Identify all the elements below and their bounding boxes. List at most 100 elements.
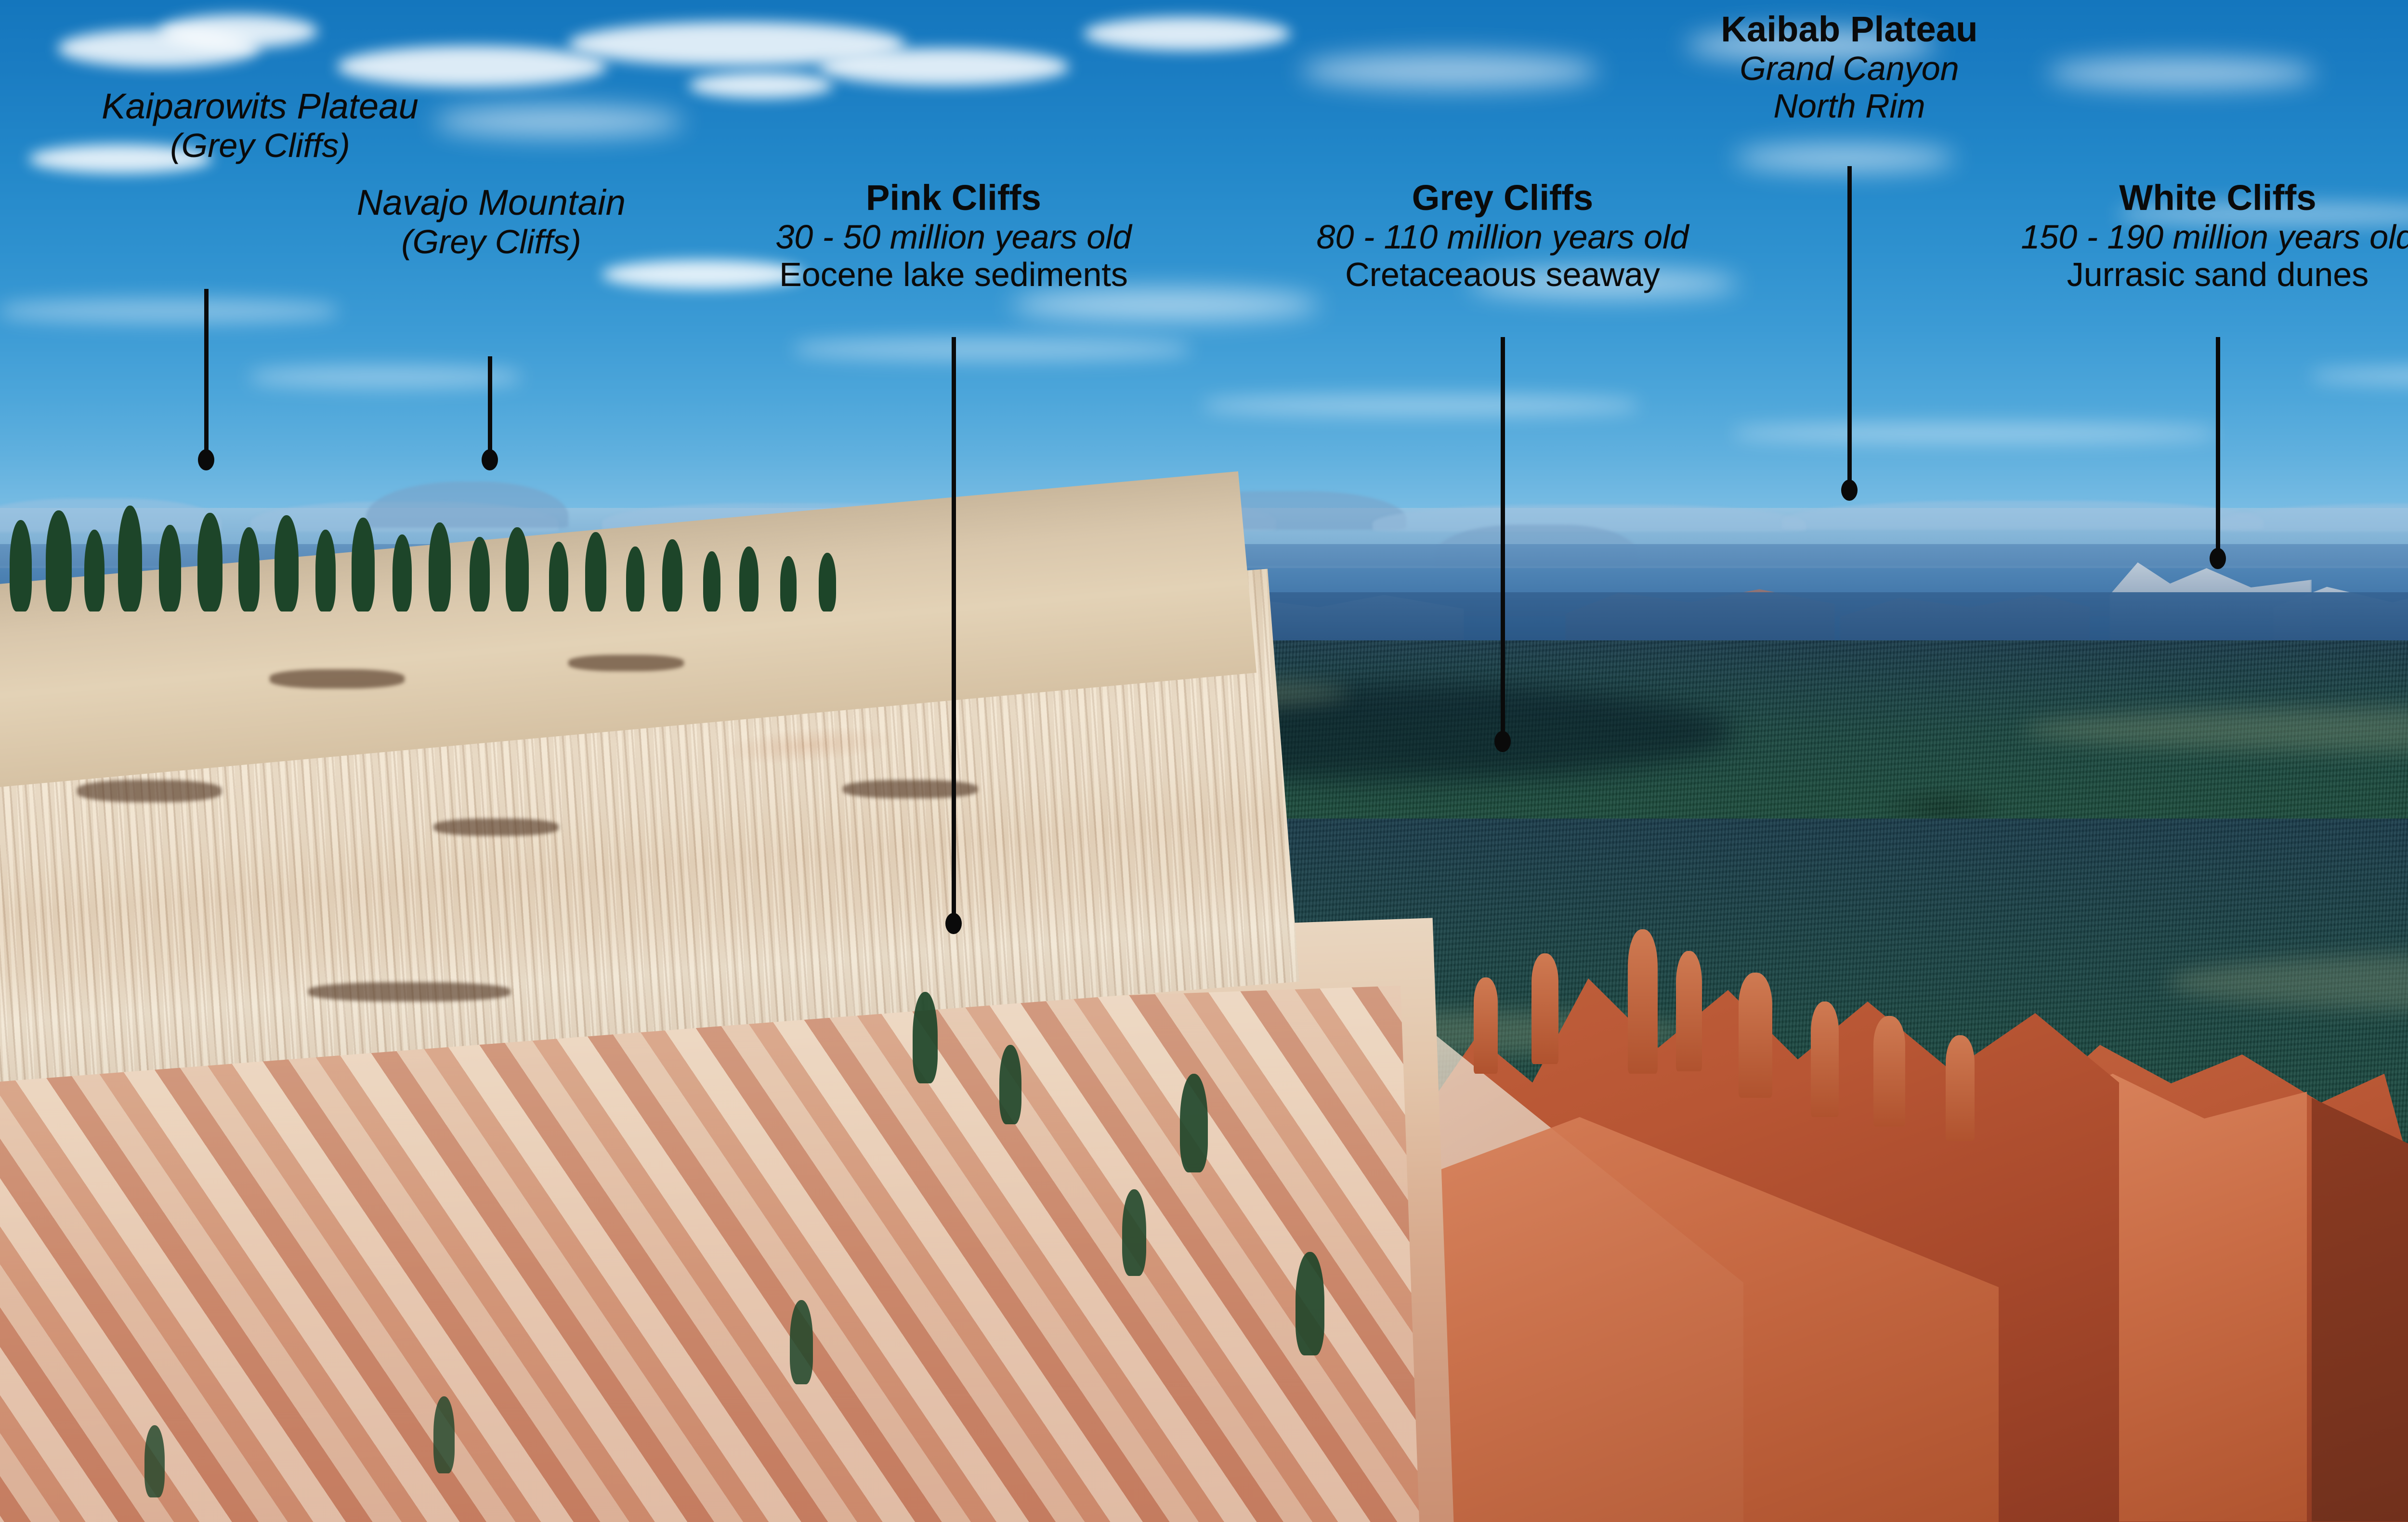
annotation-subtitle: 30 - 50 million years old <box>775 218 1132 256</box>
cloud <box>2119 202 2408 226</box>
cloud <box>159 14 318 48</box>
cliff-ledge-shadow <box>433 819 559 836</box>
cloud <box>819 48 1069 86</box>
cloud <box>1204 395 1637 416</box>
conifer <box>118 506 142 611</box>
cliff-ledge-shadow <box>308 982 510 1002</box>
conifer <box>84 530 105 611</box>
rim-tree-line <box>0 501 867 611</box>
cloud <box>1734 424 2215 443</box>
conifer <box>470 537 490 611</box>
conifer <box>429 522 451 611</box>
cloud <box>1469 270 1739 298</box>
leader-line-pink-cliffs <box>952 337 956 924</box>
hoodoo-spire <box>1628 929 1658 1074</box>
conifer <box>1296 1252 1324 1355</box>
leader-line-white-cliffs <box>2216 337 2220 559</box>
hoodoo-spire <box>1873 1016 1905 1127</box>
hoodoo-spire <box>1474 977 1498 1074</box>
cloud <box>337 46 607 87</box>
cliff-ledge-shadow <box>270 669 405 689</box>
hoodoo-spire <box>1811 1002 1839 1117</box>
annotation-title: Pink Cliffs <box>865 178 1042 218</box>
cloud <box>795 337 1190 361</box>
cloud <box>1084 17 1291 51</box>
annotation-label-kaiparowits-plateau: Kaiparowits Plateau(Grey Cliffs) <box>102 86 419 164</box>
conifer <box>238 527 260 611</box>
cloud <box>2047 58 2316 89</box>
annotation-description: North Rim <box>1773 87 1925 125</box>
cloud <box>1686 29 1936 62</box>
cloud <box>29 144 212 173</box>
cloud <box>1300 53 1599 89</box>
conifer <box>913 992 938 1083</box>
annotation-title: Kaibab Plateau <box>1721 9 1978 49</box>
annotation-label-navajo-mountain: Navajo Mountain(Grey Cliffs) <box>356 182 626 260</box>
conifer <box>703 551 720 611</box>
conifer <box>352 518 375 611</box>
hoodoo-spire <box>1739 973 1772 1098</box>
conifer <box>585 532 606 611</box>
conifer <box>144 1425 165 1497</box>
conifer <box>159 525 181 611</box>
leader-line-navajo-mountain <box>488 356 492 460</box>
conifer <box>10 520 32 611</box>
conifer <box>626 546 644 611</box>
annotation-description: Eocene lake sediments <box>779 256 1128 294</box>
leader-dot-navajo-mountain <box>482 449 498 470</box>
cliff-ledge-shadow <box>568 655 684 671</box>
conifer <box>549 542 568 611</box>
leader-dot-pink-cliffs <box>945 913 962 934</box>
annotation-title: Grey Cliffs <box>1412 178 1594 218</box>
annotation-description: Jurrasic sand dunes <box>2067 256 2369 294</box>
leader-line-grey-cliffs <box>1501 337 1505 741</box>
distant-mesa <box>0 498 222 532</box>
cliff-talus-stripes <box>0 986 1421 1522</box>
sky-background <box>0 0 2408 568</box>
leader-line-kaibab-plateau <box>1847 166 1852 490</box>
hoodoo-spire <box>1946 1035 1975 1141</box>
conifer <box>790 1300 813 1384</box>
conifer <box>315 530 336 611</box>
leader-dot-white-cliffs <box>2210 548 2226 569</box>
leader-dot-kaibab-plateau <box>1841 480 1858 501</box>
annotation-description: Cretaceaous seaway <box>1345 256 1660 294</box>
cloud <box>689 72 833 98</box>
conifer <box>393 534 412 611</box>
conifer <box>506 527 529 611</box>
conifer <box>433 1396 455 1473</box>
cliff-ledge-shadow <box>843 780 978 798</box>
pink-cliffs-plateau <box>0 471 1456 1522</box>
cloud <box>433 106 684 137</box>
cloud <box>602 260 804 289</box>
conifer <box>819 553 836 611</box>
conifer <box>662 539 682 611</box>
annotation-subtitle: (Grey Cliffs) <box>170 126 350 164</box>
annotation-subtitle: 80 - 110 million years old <box>1316 218 1689 256</box>
annotation-title: Navajo Mountain <box>356 182 626 222</box>
leader-line-kaiparowits-plateau <box>204 289 209 460</box>
leader-dot-grey-cliffs <box>1494 731 1511 752</box>
cloud <box>1734 144 1955 171</box>
conifer <box>780 556 797 611</box>
annotation-title: White Cliffs <box>2119 178 2316 218</box>
distant-mesa <box>1782 501 2264 530</box>
conifer <box>46 510 72 611</box>
hoodoo-spire <box>1531 953 1558 1064</box>
annotation-subtitle: Grand Canyon <box>1740 49 1959 87</box>
conifer <box>999 1045 1021 1124</box>
conifer <box>739 546 759 611</box>
cloud <box>250 366 520 388</box>
conifer <box>1180 1074 1208 1172</box>
annotation-subtitle: (Grey Cliffs) <box>401 222 581 260</box>
annotation-title: Kaiparowits Plateau <box>102 86 419 126</box>
red-rock-butte-shadow <box>2312 1098 2408 1522</box>
cloud <box>1011 289 1320 321</box>
annotation-subtitle: 150 - 190 million years old <box>2021 218 2408 256</box>
leader-dot-kaiparowits-plateau <box>198 449 214 470</box>
